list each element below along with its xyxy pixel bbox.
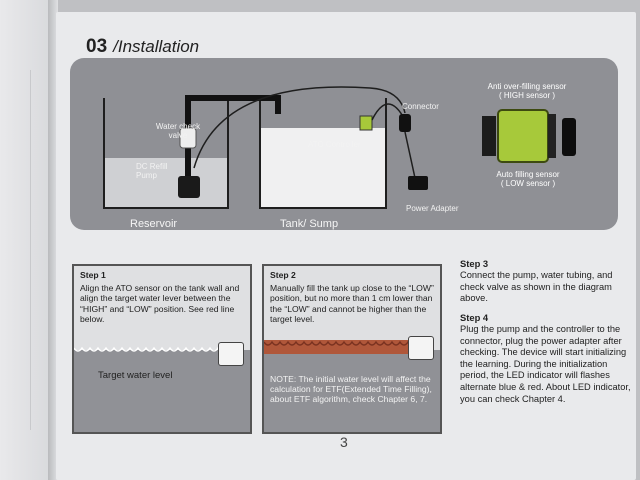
step3-text: Connect the pump, water tubing, and chec… (460, 270, 613, 304)
step2-text-block: Step 2 Manually fill the tank up close t… (270, 270, 434, 324)
sensor-mount (548, 114, 556, 158)
ato-controller-label: ATO Controller (308, 140, 361, 149)
step4-block: Step 4 Plug the pump and the controller … (460, 312, 632, 405)
step4-title: Step 4 (460, 312, 489, 323)
sensor-body (497, 109, 549, 163)
step3-title: Step 3 (460, 258, 489, 269)
book-spine (48, 0, 58, 480)
step1-text-block: Step 1 Align the ATO sensor on the tank … (80, 270, 244, 324)
left-page-lines (0, 70, 31, 430)
power-adapter-label: Power Adapter (406, 204, 459, 213)
dc-refill-pump (178, 176, 200, 198)
tank-sensor (359, 115, 373, 131)
sensor-magnet (562, 118, 576, 156)
check-valve-label: Water check valve (155, 122, 201, 140)
step3-block: Step 3 Connect the pump, water tubing, a… (460, 258, 632, 305)
step1-panel: Step 1 Align the ATO sensor on the tank … (72, 264, 252, 434)
step1-text: Align the ATO sensor on the tank wall an… (80, 283, 240, 324)
low-sensor-label: Auto filling sensor ( LOW sensor ) (480, 170, 576, 188)
step2-note: NOTE: The initial water level will affec… (270, 374, 432, 404)
section-number: 03 (86, 36, 108, 57)
reservoir-tank (103, 98, 229, 209)
target-water-level-label: Target water level (98, 370, 173, 381)
high-sensor-title: Anti over-filling sensor (487, 82, 567, 91)
step2-panel: Step 2 Manually fill the tank up close t… (262, 264, 442, 434)
pump-label: DC Refill Pump (136, 162, 168, 180)
step2-water (264, 350, 440, 432)
tank-water (260, 128, 386, 208)
page-title: 03/Installation (86, 36, 199, 58)
step2-wave-line (264, 340, 420, 346)
section-title: /Installation (113, 37, 200, 56)
step2-title: Step 2 (270, 270, 296, 280)
connector-label: Connector (402, 102, 439, 111)
reservoir-water (104, 158, 228, 208)
high-sensor-subtitle: ( HIGH sensor ) (498, 91, 555, 100)
left-page (0, 0, 50, 480)
power-adapter (408, 176, 428, 190)
step2-sensor (408, 336, 434, 360)
adapter-cable (404, 131, 416, 179)
installation-diagram: Water check valve DC Refill Pump ATO Con… (70, 58, 618, 230)
step1-wave-line (74, 346, 230, 352)
tank-sump-label: Tank/ Sump (280, 218, 339, 230)
manual-page: 03/Installation (56, 12, 636, 480)
step1-title: Step 1 (80, 270, 106, 280)
pump-cable (193, 86, 406, 169)
step1-sensor (218, 342, 244, 366)
low-sensor-title: Auto filling sensor (496, 170, 560, 179)
step2-text: Manually fill the tank up close to the “… (270, 283, 434, 324)
reservoir-label: Reservoir (130, 218, 178, 230)
page-number: 3 (340, 434, 348, 450)
magnet-holder (482, 116, 496, 156)
diagram-illustration (103, 86, 576, 209)
connector-plug (399, 114, 411, 132)
step4-text: Plug the pump and the controller to the … (460, 324, 631, 404)
low-sensor-subtitle: ( LOW sensor ) (500, 179, 556, 188)
high-sensor-label: Anti over-filling sensor ( HIGH sensor ) (474, 82, 580, 100)
tank-sump (259, 98, 387, 209)
check-valve (179, 127, 197, 149)
